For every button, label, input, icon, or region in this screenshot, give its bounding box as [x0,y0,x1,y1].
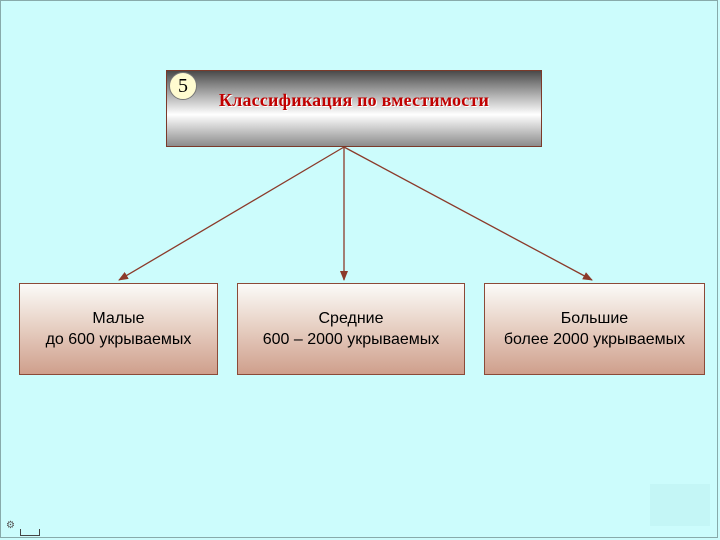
slide-number-badge: 5 [169,72,197,100]
title-box [166,70,542,147]
nav-bracket-icon[interactable] [20,529,40,536]
category-name: Малые [92,310,145,327]
category-range: 600 – 2000 укрываемых [262,331,440,348]
category-name: Средние [318,310,384,327]
category-name: Большие [560,310,629,327]
category-range: до 600 укрываемых [45,331,192,348]
diagram-title: Классификация по вместимости [218,90,490,110]
arrow-to-small [118,146,345,281]
category-box-small: Малые до 600 укрываемых [19,283,218,375]
nav-icon[interactable]: ⚙ [6,520,15,531]
category-box-medium: Средние 600 – 2000 укрываемых [237,283,465,375]
arrow-to-large [343,146,593,281]
category-range: более 2000 укрываемых [503,331,686,348]
corner-panel [650,484,710,526]
category-box-large: Большие более 2000 укрываемых [484,283,705,375]
